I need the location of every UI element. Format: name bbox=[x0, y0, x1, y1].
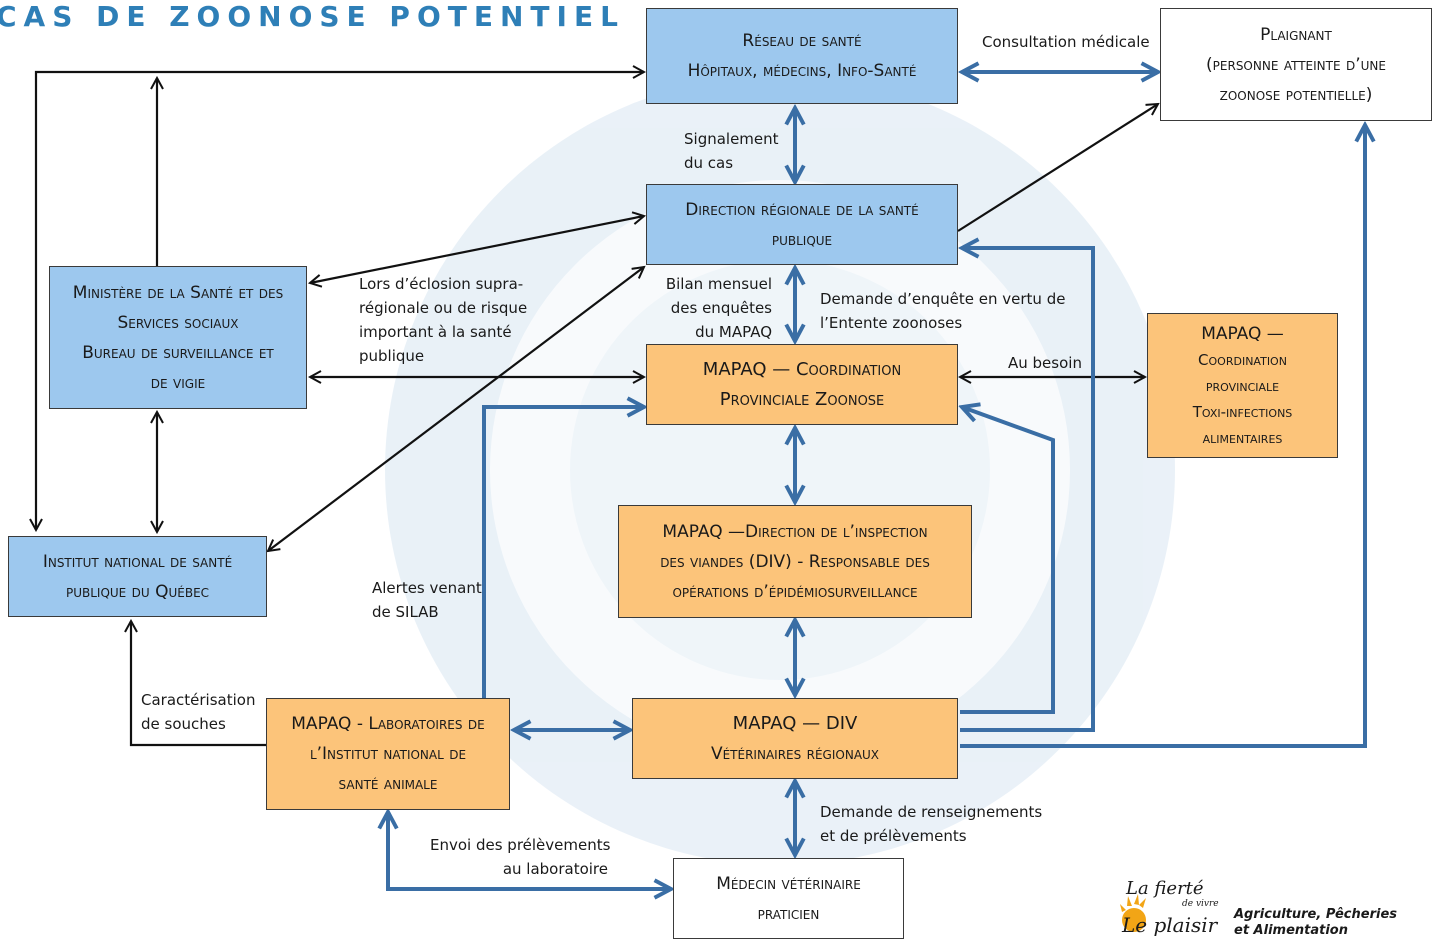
label-eclosion-line-1: Lors d’éclosion supra- bbox=[359, 275, 524, 293]
label-bilan: Bilan mensuel des enquêtes du MAPAQ bbox=[660, 272, 772, 344]
label-alertes-line-1: Alertes venant bbox=[372, 579, 482, 597]
label-consultation: Consultation médicale bbox=[982, 30, 1150, 54]
label-envoi-line-2: au laboratoire bbox=[502, 860, 608, 878]
label-consultation-line-1: Consultation médicale bbox=[982, 33, 1150, 51]
label-demande-renseignements: Demande de renseignements et de prélèvem… bbox=[820, 800, 1042, 848]
node-toxi-line-3: provinciale bbox=[1205, 376, 1280, 395]
label-eclosion: Lors d’éclosion supra- régionale ou de r… bbox=[359, 272, 527, 368]
label-signalement-line-1: Signalement bbox=[684, 130, 779, 148]
label-demande-enquete: Demande d’enquête en vertu de l’Entente … bbox=[820, 287, 1065, 335]
arrow-direction-plaignant bbox=[957, 104, 1158, 232]
node-direction-regionale: Direction régionale de la santé publique bbox=[646, 184, 958, 265]
arrow-laboratoires-medecin bbox=[388, 812, 671, 889]
label-signalement-line-2: du cas bbox=[684, 154, 734, 172]
node-div-line-1: MAPAQ —Direction de l’inspection bbox=[662, 521, 928, 542]
arrow-institut-reseau bbox=[36, 72, 644, 530]
node-toxi-infections: MAPAQ — Coordination provinciale Toxi-in… bbox=[1147, 313, 1338, 458]
label-alertes: Alertes venant de SILAB bbox=[372, 576, 482, 624]
node-veterinaires-regionaux: MAPAQ — DIV Vétérinaires régionaux bbox=[632, 698, 958, 779]
node-plaignant-line-1: Plaignant bbox=[1260, 24, 1332, 45]
node-direction-line-1: Direction régionale de la santé bbox=[685, 199, 919, 220]
label-demande-renseignements-line-2: et de prélèvements bbox=[820, 827, 967, 845]
node-coordination-line-1: MAPAQ — Coordination bbox=[702, 358, 902, 380]
arrow-laboratoires-coordination bbox=[482, 407, 644, 698]
black-connectors bbox=[36, 72, 1158, 747]
label-caracterisation-line-2: de souches bbox=[141, 715, 226, 733]
node-laboratoires-line-3: santé animale bbox=[338, 774, 438, 794]
node-div-line-3: opérations d’épidémiosurveillance bbox=[672, 581, 918, 602]
label-signalement: Signalement du cas bbox=[684, 127, 779, 175]
label-bilan-line-2: des enquêtes bbox=[670, 299, 772, 317]
logo-organization-line-1: Agriculture, Pêcheries bbox=[1234, 907, 1398, 922]
node-plaignant: Plaignant (personne atteinte d’une zoono… bbox=[1160, 8, 1432, 121]
node-institut-line-1: Institut national de santé bbox=[42, 551, 233, 572]
logo-slogan-line-3: Le plaisir bbox=[1121, 913, 1219, 937]
node-medecin-line-1: Médecin vétérinaire bbox=[716, 873, 861, 894]
node-reseau-sante: Réseau de santé Hôpitaux, médecins, Info… bbox=[646, 8, 958, 104]
logo-slogan-line-1: La fierté bbox=[1125, 878, 1204, 899]
node-medecin-line-2: praticien bbox=[757, 903, 820, 924]
node-toxi-line-5: alimentaires bbox=[1202, 428, 1283, 447]
node-ministere-line-1: Ministère de la Santé et des bbox=[72, 282, 284, 303]
node-ministere-line-3: Bureau de surveillance et bbox=[82, 342, 274, 363]
node-veterinaires-line-1: MAPAQ — DIV bbox=[732, 712, 858, 734]
label-caracterisation-line-1: Caractérisation bbox=[141, 691, 256, 709]
government-logo: La fierté de vivre Le plaisir bbox=[1120, 878, 1219, 937]
label-envoi-line-1: Envoi des prélèvements bbox=[430, 836, 611, 854]
node-plaignant-line-3: zoonose potentielle) bbox=[1219, 84, 1373, 105]
node-institut-national: Institut national de santé publique du Q… bbox=[8, 536, 267, 617]
sun-icon bbox=[1120, 894, 1146, 932]
label-eclosion-line-2: régionale ou de risque bbox=[359, 299, 528, 317]
arrow-laboratoires-institut bbox=[131, 621, 266, 747]
logo-organization-line-2: et Alimentation bbox=[1234, 923, 1348, 938]
node-medecin-veterinaire: Médecin vétérinaire praticien bbox=[673, 858, 904, 939]
node-laboratoires-line-2: l’Institut national de bbox=[309, 744, 467, 764]
node-div-inspection: MAPAQ —Direction de l’inspection des via… bbox=[618, 505, 972, 618]
node-coordination-line-2: Provinciale Zoonose bbox=[719, 388, 885, 410]
node-direction-line-2: publique bbox=[771, 229, 833, 250]
logo-organization: Agriculture, Pêcheries et Alimentation bbox=[1234, 907, 1397, 939]
label-eclosion-line-3: important à la santé bbox=[359, 323, 512, 341]
node-toxi-line-2: Coordination bbox=[1198, 350, 1287, 369]
node-plaignant-line-2: (personne atteinte d’une bbox=[1206, 54, 1386, 75]
node-ministere: Ministère de la Santé et des Services so… bbox=[49, 266, 307, 409]
arrow-veterinaires-coordination bbox=[960, 407, 1055, 714]
label-bilan-line-1: Bilan mensuel bbox=[665, 275, 772, 293]
node-toxi-line-1: MAPAQ — bbox=[1201, 323, 1284, 344]
blue-connectors bbox=[388, 72, 1365, 889]
arrow-institut-direction bbox=[268, 267, 644, 551]
label-demande-enquete-line-1: Demande d’enquête en vertu de bbox=[820, 290, 1066, 308]
node-reseau-line-1: Réseau de santé bbox=[742, 31, 862, 51]
diagram-title: CAS DE ZOONOSE POTENTIEL bbox=[0, 0, 625, 33]
node-veterinaires-line-2: Vétérinaires régionaux bbox=[710, 743, 880, 764]
label-eclosion-line-4: publique bbox=[359, 347, 425, 365]
logo-slogan-line-2: de vivre bbox=[1182, 899, 1219, 909]
arrow-veterinaires-plaignant bbox=[960, 125, 1365, 748]
node-laboratoires: MAPAQ - Laboratoires de l’Institut natio… bbox=[266, 698, 510, 810]
label-envoi: Envoi des prélèvements au laboratoire bbox=[430, 833, 611, 881]
node-div-line-2: des viandes (DIV) - Responsable des bbox=[660, 551, 930, 572]
label-bilan-line-3: du MAPAQ bbox=[695, 323, 772, 341]
node-coordination-zoonose: MAPAQ — Coordination Provinciale Zoonose bbox=[646, 344, 958, 425]
label-demande-enquete-line-2: l’Entente zoonoses bbox=[820, 314, 963, 332]
label-demande-renseignements-line-1: Demande de renseignements bbox=[820, 803, 1043, 821]
node-ministere-line-4: de vigie bbox=[150, 372, 206, 393]
node-toxi-line-4: Toxi-infections bbox=[1192, 402, 1293, 421]
label-alertes-line-2: de SILAB bbox=[372, 603, 439, 621]
label-au-besoin-line-1: Au besoin bbox=[1008, 354, 1082, 372]
node-laboratoires-line-1: MAPAQ - Laboratoires de bbox=[291, 714, 485, 734]
node-reseau-line-2: Hôpitaux, médecins, Info-Santé bbox=[687, 61, 917, 81]
label-caracterisation: Caractérisation de souches bbox=[141, 688, 255, 736]
label-au-besoin: Au besoin bbox=[1008, 351, 1082, 375]
node-institut-line-2: publique du Québec bbox=[65, 581, 210, 602]
arrow-veterinaires-direction bbox=[960, 248, 1095, 732]
node-ministere-line-2: Services sociaux bbox=[117, 312, 239, 333]
